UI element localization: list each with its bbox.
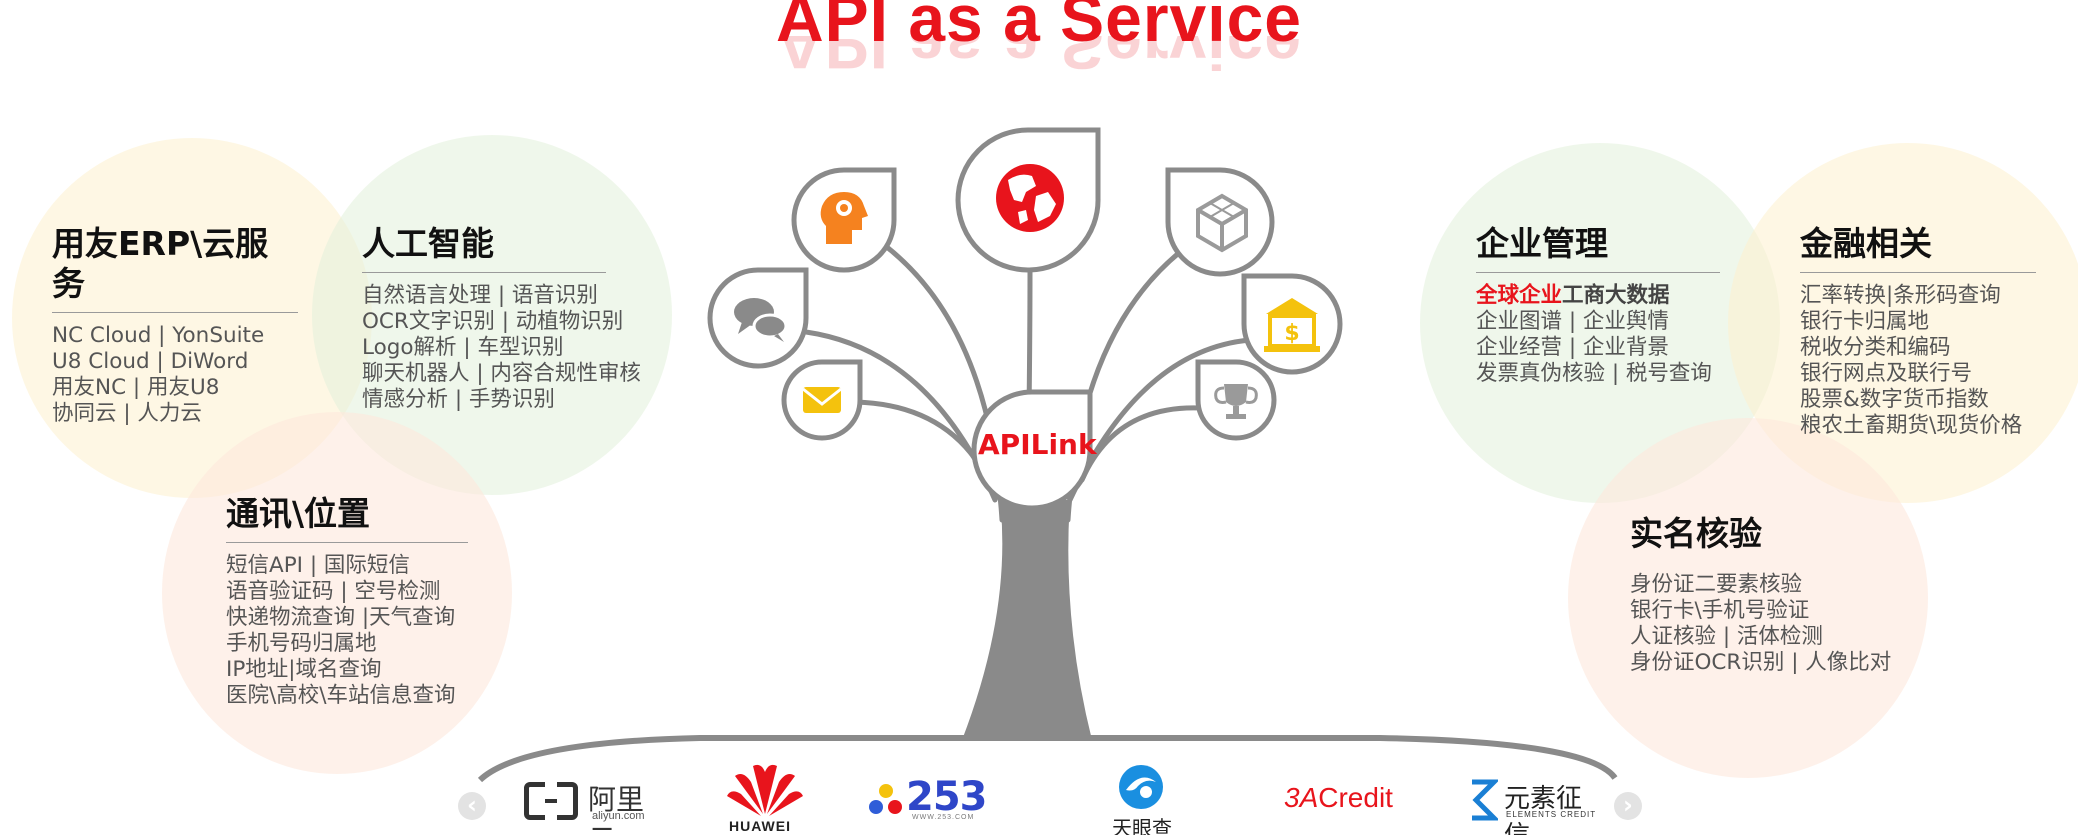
logo-huawei: HUAWEI [725, 762, 805, 834]
globe-icon [996, 164, 1064, 232]
bubble-realname [1568, 418, 1928, 778]
list-item: 企业经营 | 企业背景 [1476, 335, 1669, 360]
group-items: 全球企业工商大数据 企业图谱 | 企业舆情 企业经营 | 企业背景 发票真伪核验… [1476, 283, 1720, 387]
list-item: 银行网点及联行号 [1800, 361, 1973, 386]
tree-trunk [962, 500, 1092, 740]
list-item: Logo解析 | 车型识别 [362, 335, 564, 360]
253-dots-icon [869, 784, 902, 814]
list-item: IP地址|域名查询 [226, 657, 382, 682]
group-title: 通讯\位置 [226, 494, 468, 543]
list-item: 粮农土畜期货\现货价格 [1800, 413, 2023, 438]
list-item: 用友NC | 用友U8 [52, 375, 220, 400]
ground-arc [477, 735, 1618, 783]
list-item: 税收分类和编码 [1800, 335, 1951, 360]
logo-yuansu: 元素征信 ELEMENTS CREDIT [1468, 778, 1598, 835]
cube-icon [1196, 193, 1248, 253]
list-item: 短信API | 国际短信 [226, 553, 410, 578]
yuansu-sub: ELEMENTS CREDIT [1506, 810, 1597, 819]
svg-text:$: $ [1284, 321, 1299, 346]
branch-mail [853, 399, 991, 483]
logo-tianyancha: 天眼查 [1108, 762, 1178, 835]
group-items: 身份证二要素核验 银行卡\手机号验证 人证核验 | 活体检测 身份证OCR识别 … [1630, 572, 1892, 676]
group-items: 短信API | 国际短信 语音验证码 | 空号检测 快递物流查询 |天气查询 手… [226, 553, 468, 709]
aliyun-word: 阿里云 [588, 783, 645, 835]
center-node [971, 389, 1093, 511]
list-item: NC Cloud | YonSuite [52, 323, 265, 348]
tianyancha-eye-icon [1119, 765, 1163, 809]
list-item: 聊天机器人 | 内容合规性审核 [362, 361, 641, 386]
bank-icon: $ [1264, 298, 1320, 352]
list-item: 医院\高校\车站信息查询 [226, 683, 456, 708]
brain-gear-icon [820, 192, 868, 244]
logo-aliyun: 阿里云 aliyun.com [524, 780, 654, 835]
list-item: 企业图谱 | 企业舆情 [1476, 309, 1669, 334]
list-item: 身份证OCR识别 | 人像比对 [1630, 650, 1892, 675]
credit-word: Credit [1318, 782, 1393, 813]
253-word: 253 [906, 774, 987, 820]
list-item: 汇率转换|条形码查询 [1800, 283, 2001, 308]
page-title: API as a Service [775, 0, 1303, 55]
group-erp: 用友ERP\云服务 NC Cloud | YonSuite U8 Cloud |… [52, 224, 298, 427]
list-item: 人证核验 | 活体检测 [1630, 624, 1823, 649]
group-items: NC Cloud | YonSuite U8 Cloud | DiWord 用友… [52, 323, 298, 427]
group-title: 人工智能 [362, 224, 606, 273]
253-sub: WWW.253.COM [912, 814, 975, 821]
huawei-petals-icon [727, 764, 803, 816]
group-title: 用友ERP\云服务 [52, 224, 298, 313]
highlight-dark-text: 工商大数据 [1562, 283, 1670, 308]
list-item: 手机号码归属地 [226, 631, 377, 656]
yuansu-s-icon [1472, 779, 1498, 821]
list-item: U8 Cloud | DiWord [52, 349, 249, 374]
group-finance: 金融相关 汇率转换|条形码查询 银行卡归属地 税收分类和编码 银行网点及联行号 … [1800, 224, 2036, 439]
chat-icon [734, 298, 788, 342]
list-item: 股票&数字货币指数 [1800, 387, 1989, 412]
group-ai: 人工智能 自然语言处理 | 语音识别 OCR文字识别 | 动植物识别 Logo解… [362, 224, 641, 413]
logo-253: 253 WWW.253.COM [868, 774, 996, 826]
highlight-red-text: 全球企业 [1476, 283, 1563, 308]
group-title: 金融相关 [1800, 224, 2036, 273]
group-items: 自然语言处理 | 语音识别 OCR文字识别 | 动植物识别 Logo解析 | 车… [362, 283, 641, 413]
branch-cube [1065, 245, 1188, 523]
group-items: 汇率转换|条形码查询 银行卡归属地 税收分类和编码 银行网点及联行号 股票&数字… [1800, 283, 2036, 439]
list-item: 快递物流查询 |天气查询 [226, 605, 456, 630]
tianyancha-word: 天眼查 [1112, 816, 1172, 835]
trophy-icon [1214, 384, 1258, 419]
carousel-prev-button[interactable]: ‹ [458, 792, 486, 820]
list-item: 身份证二要素核验 [1630, 572, 1803, 597]
carousel-next-button[interactable]: › [1614, 792, 1642, 820]
credit-prefix: 3A [1284, 782, 1319, 813]
huawei-word: HUAWEI [729, 818, 791, 834]
list-item: 情感分析 | 手势识别 [362, 387, 555, 412]
list-item: 银行卡\手机号验证 [1630, 598, 1810, 623]
group-enterprise: 企业管理 全球企业工商大数据 企业图谱 | 企业舆情 企业经营 | 企业背景 发… [1476, 224, 1720, 387]
list-item: 自然语言处理 | 语音识别 [362, 283, 598, 308]
aliyun-bracket-icon [524, 782, 578, 820]
bubble-comm [162, 412, 512, 774]
center-label: APILink [978, 428, 1097, 461]
group-realname: 实名核验 身份证二要素核验 银行卡\手机号验证 人证核验 | 活体检测 身份证O… [1630, 514, 1892, 676]
mail-icon [802, 387, 842, 413]
group-comm: 通讯\位置 短信API | 国际短信 语音验证码 | 空号检测 快递物流查询 |… [226, 494, 468, 709]
list-item: 语音验证码 | 空号检测 [226, 579, 441, 604]
list-item: 银行卡归属地 [1800, 309, 1930, 334]
list-item: OCR文字识别 | 动植物识别 [362, 309, 624, 334]
yuansu-word: 元素征信 [1504, 784, 1583, 835]
list-item: 发票真伪核验 | 税号查询 [1476, 361, 1712, 386]
logo-3acredit: 3ACredit [1284, 782, 1404, 822]
list-item-highlight: 全球企业工商大数据 [1476, 283, 1720, 309]
aliyun-sub: aliyun.com [592, 810, 645, 822]
group-title: 实名核验 [1630, 514, 1762, 553]
list-item: 协同云 | 人力云 [52, 401, 202, 426]
group-title: 企业管理 [1476, 224, 1720, 273]
